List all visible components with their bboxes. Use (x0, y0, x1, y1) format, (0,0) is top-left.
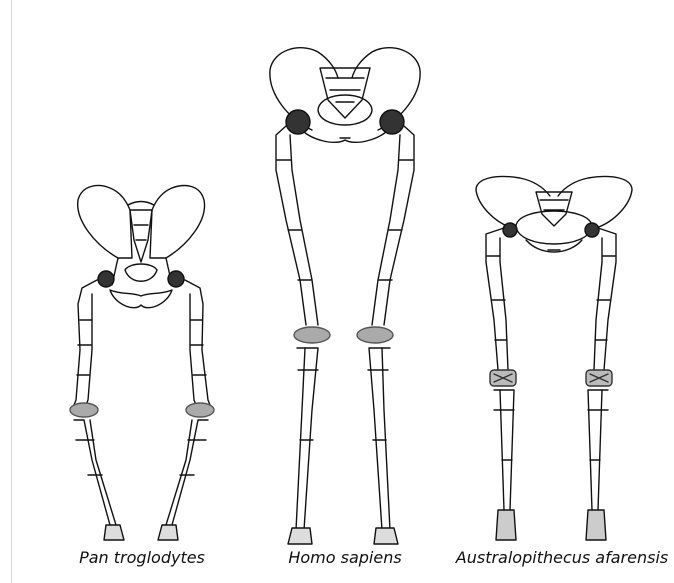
pan-pelvis (78, 186, 205, 308)
homo-left-foot (288, 528, 312, 544)
pan-left-hip-joint (98, 271, 114, 287)
australopithecus-left-femur (486, 228, 508, 370)
pan-left-foot (104, 525, 124, 540)
pan-left-tibia (74, 420, 116, 525)
homo-sapiens-skeleton (270, 48, 420, 544)
species-label-pan-troglodytes: Pan troglodytes (79, 548, 205, 567)
pan-right-tibia (166, 420, 208, 525)
pan-right-femur (185, 280, 210, 405)
homo-right-knee (357, 327, 393, 343)
australopithecus-right-knee (586, 370, 612, 386)
homo-left-tibia (296, 348, 318, 530)
homo-right-foot (374, 528, 398, 544)
homo-right-tibia (368, 348, 390, 530)
homo-left-hip-joint (286, 110, 310, 134)
species-label-australopithecus-afarensis: Australopithecus afarensis (456, 548, 668, 567)
australopithecus-left-foot (496, 510, 516, 540)
pan-right-knee (186, 403, 214, 417)
homo-left-femur (276, 126, 318, 325)
australopithecus-left-tibia (494, 390, 514, 510)
australopithecus-right-femur (594, 228, 616, 370)
australopithecus-right-hip-joint (585, 223, 599, 237)
australopithecus-left-knee (490, 370, 516, 386)
pan-left-knee (70, 403, 98, 417)
homo-left-knee (294, 327, 330, 343)
species-label-homo-sapiens: Homo sapiens (288, 548, 401, 567)
australopithecus-left-hip-joint (503, 223, 517, 237)
homo-right-femur (372, 126, 414, 325)
australopithecus-afarensis-skeleton (476, 177, 632, 541)
pan-right-foot (158, 525, 178, 540)
australopithecus-right-tibia (588, 390, 608, 510)
pan-troglodytes-skeleton (70, 186, 214, 540)
homo-right-hip-joint (380, 110, 404, 134)
australopithecus-right-foot (586, 510, 606, 540)
pan-left-femur (74, 280, 97, 405)
pan-right-hip-joint (168, 271, 184, 287)
